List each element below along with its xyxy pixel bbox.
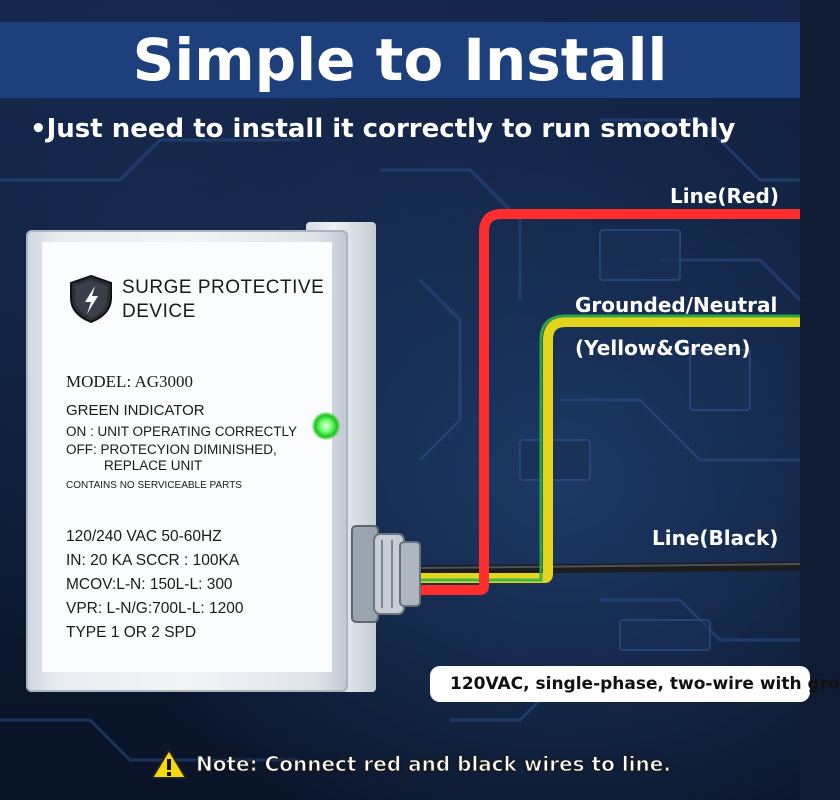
spec-line: IN: 20 KA SCCR : 100KA bbox=[66, 552, 240, 569]
info-box: 120VAC, single-phase, two-wire with gro bbox=[430, 666, 840, 702]
model-number: MODEL: AG3000 bbox=[66, 372, 194, 391]
warning-icon bbox=[151, 749, 187, 779]
title-bar: Simple to Install bbox=[0, 22, 800, 98]
note-text: Note: Connect red and black wires to lin… bbox=[196, 752, 672, 777]
neutral-wire bbox=[420, 317, 800, 583]
circuit-pattern bbox=[0, 118, 802, 762]
red-wire bbox=[420, 209, 800, 595]
indicator-off-text-2: REPLACE UNIT bbox=[104, 458, 203, 473]
subtitle: •Just need to install it correctly to ru… bbox=[30, 114, 736, 144]
page-title: Simple to Install bbox=[132, 26, 668, 94]
neutral-wire-colors: (Yellow&Green) bbox=[575, 336, 751, 360]
info-text: 120VAC, single-phase, two-wire with gro bbox=[450, 674, 840, 694]
red-wire-label: Line(Red) bbox=[670, 184, 779, 208]
surge-protective-device: SURGE PROTECTIVE DEVICE MODEL: AG3000 GR… bbox=[26, 222, 376, 692]
spec-line: VPR: L-N/G:700L-L: 1200 bbox=[66, 600, 244, 617]
spec-line: TYPE 1 OR 2 SPD bbox=[66, 624, 197, 641]
spec-line: 120/240 VAC 50-60HZ bbox=[66, 528, 222, 545]
indicator-on-text: ON : UNIT OPERATING CORRECTLY bbox=[66, 424, 298, 439]
indicator-heading: GREEN INDICATOR bbox=[66, 402, 205, 419]
indicator-off-text: OFF: PROTECYION DIMINISHED, bbox=[66, 442, 277, 457]
shield-lightning-icon bbox=[70, 274, 112, 324]
black-wire-label: Line(Black) bbox=[652, 526, 779, 550]
note: Note: Connect red and black wires to lin… bbox=[150, 748, 671, 780]
wires bbox=[419, 209, 801, 595]
spec-line: MCOV:L-N: 150L-L: 300 bbox=[66, 576, 233, 593]
green-led-icon bbox=[312, 412, 340, 440]
wire-connector bbox=[351, 525, 421, 623]
notice-text: CONTAINS NO SERVICEABLE PARTS bbox=[66, 480, 242, 491]
device-label: SURGE PROTECTIVE DEVICE MODEL: AG3000 GR… bbox=[42, 242, 332, 672]
neutral-wire-label: Grounded/Neutral bbox=[575, 293, 778, 317]
device-title: SURGE PROTECTIVE DEVICE bbox=[122, 277, 325, 322]
